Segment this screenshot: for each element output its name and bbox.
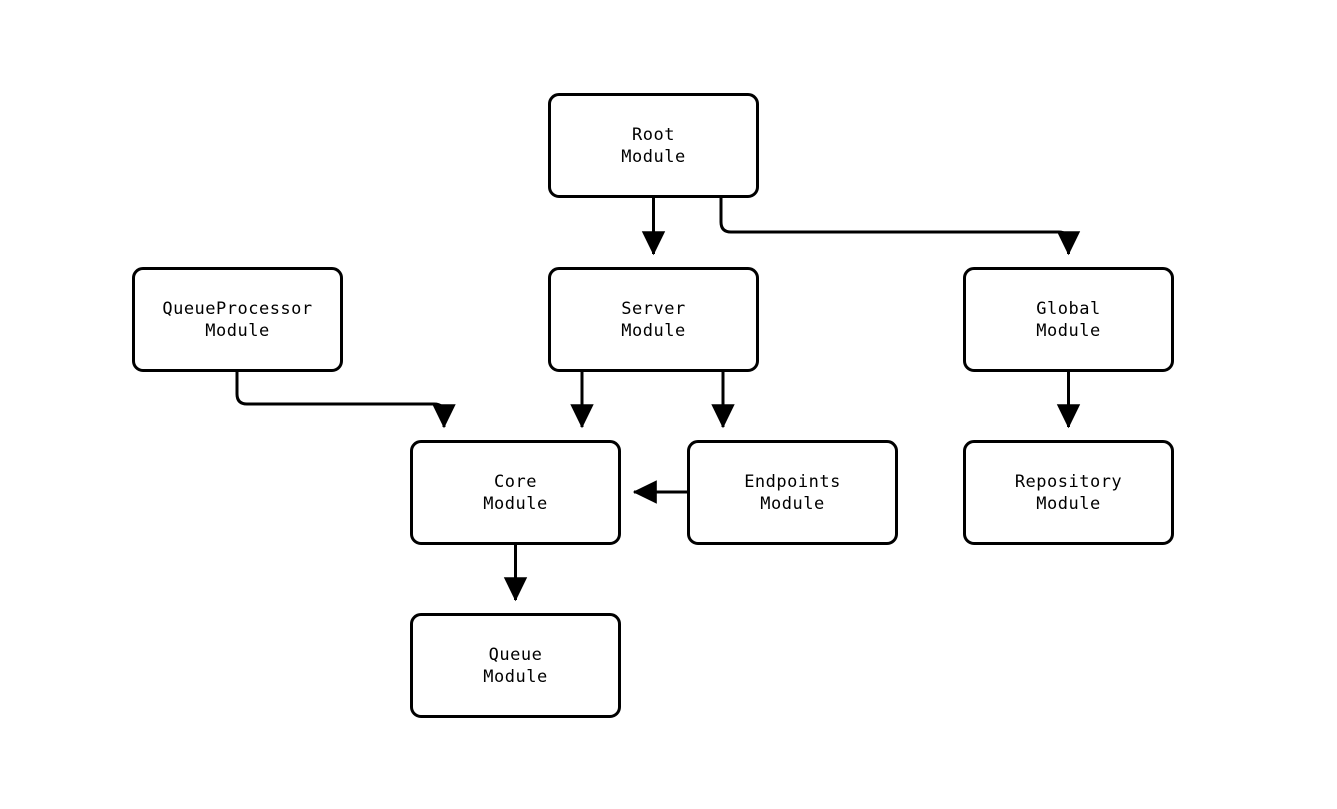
- node-label-line2: Module: [1036, 320, 1101, 341]
- node-queueprocessor-module[interactable]: QueueProcessor Module: [132, 267, 343, 372]
- node-label-line2: Module: [621, 146, 686, 167]
- node-label-line2: Module: [621, 320, 686, 341]
- node-label-line1: Global: [1036, 298, 1101, 319]
- node-root-module[interactable]: Root Module: [548, 93, 759, 198]
- node-label-line1: QueueProcessor: [162, 298, 313, 319]
- node-label-line2: Module: [483, 666, 548, 687]
- node-server-module[interactable]: Server Module: [548, 267, 759, 372]
- node-endpoints-module[interactable]: Endpoints Module: [687, 440, 898, 545]
- node-label-line1: Repository: [1014, 471, 1123, 492]
- node-label-line1: Queue: [488, 644, 543, 665]
- node-repository-module[interactable]: Repository Module: [963, 440, 1174, 545]
- node-label-line1: Root: [632, 124, 675, 145]
- node-label-line1: Endpoints: [744, 471, 841, 492]
- node-label-line2: Module: [760, 493, 825, 514]
- node-label-line2: Module: [1036, 493, 1101, 514]
- node-label-line2: Module: [483, 493, 548, 514]
- node-global-module[interactable]: Global Module: [963, 267, 1174, 372]
- node-label-line1: Core: [494, 471, 537, 492]
- edge-queueprocessor-core: [235, 372, 456, 429]
- node-core-module[interactable]: Core Module: [410, 440, 621, 545]
- node-label-line1: Server: [621, 298, 686, 319]
- node-queue-module[interactable]: Queue Module: [410, 613, 621, 718]
- edge-root-global: [719, 198, 1081, 256]
- node-label-line2: Module: [205, 320, 270, 341]
